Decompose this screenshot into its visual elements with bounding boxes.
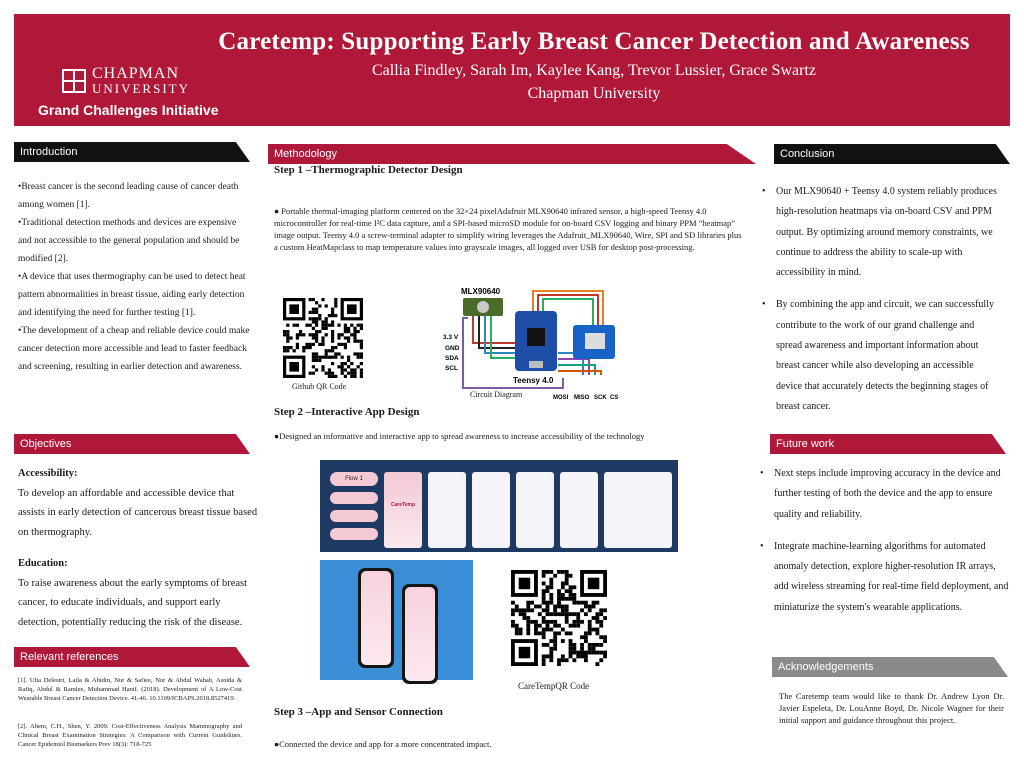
circuit-label-sensor: MLX90640 bbox=[461, 287, 501, 296]
app-screen: CareTemp bbox=[384, 472, 422, 548]
introduction-heading: Introduction bbox=[14, 142, 250, 162]
step3-title: Step 3 –App and Sensor Connection bbox=[274, 706, 443, 718]
conclusion-body: •Our MLX90640 + Teensy 4.0 system reliab… bbox=[762, 182, 1000, 417]
step2-title: Step 2 –Interactive App Design bbox=[274, 406, 420, 418]
circuit-label-teensy: Teensy 4.0 bbox=[513, 376, 554, 385]
phone-mockup bbox=[358, 568, 394, 668]
app-screen bbox=[604, 472, 642, 548]
circuit-label-scl: SCL bbox=[445, 365, 458, 372]
objectives-heading: Objectives bbox=[14, 434, 250, 454]
circuit-diagram: MLX90640 3.3 V GND SDA SCL Teensy 4.0 MO… bbox=[443, 283, 629, 401]
poster-authors: Callia Findley, Sarah Im, Kaylee Kang, T… bbox=[372, 62, 816, 79]
caretemp-qr-code[interactable] bbox=[511, 570, 607, 666]
circuit-label-mosi: MOSI bbox=[553, 395, 569, 401]
app-phones-image bbox=[320, 560, 473, 684]
step1-title: Step 1 –Thermographic Detector Design bbox=[274, 164, 463, 176]
circuit-label-miso: MISO bbox=[574, 395, 590, 401]
circuit-label-3v3: 3.3 V bbox=[443, 334, 459, 341]
app-screen bbox=[428, 472, 466, 548]
acknowledgements-text: The Caretemp team would like to thank Dr… bbox=[779, 691, 1004, 725]
circuit-label-sck: SCK bbox=[594, 395, 607, 401]
reference-2: [2]. Ahem, C.H., Shen, Y. 2009. Cost-Eff… bbox=[18, 723, 242, 748]
circuit-label-sda: SDA bbox=[445, 355, 459, 362]
references-heading: Relevant references bbox=[14, 647, 250, 667]
education-label: Education: bbox=[18, 558, 68, 569]
accessibility-text: To develop an affordable and accessible … bbox=[18, 487, 258, 538]
circuit-caption: Circuit Diagram bbox=[470, 390, 523, 399]
app-screen bbox=[636, 472, 672, 548]
acknowledgements-heading: Acknowledgements bbox=[772, 657, 1008, 677]
app-screen bbox=[560, 472, 598, 548]
poster-header: CHAPMAN UNIVERSITY Grand Challenges Init… bbox=[14, 14, 1010, 126]
circuit-label-gnd: GND bbox=[445, 345, 460, 352]
accessibility-label: Accessibility: bbox=[18, 468, 78, 479]
app-screen bbox=[472, 472, 510, 548]
app-screen bbox=[516, 472, 554, 548]
poster-affiliation: Chapman University bbox=[527, 85, 661, 102]
future-work-body: •Next steps include improving accuracy i… bbox=[760, 464, 1010, 618]
phone-mockup bbox=[402, 584, 438, 684]
methodology-heading: Methodology bbox=[268, 144, 756, 164]
future-work-heading: Future work bbox=[770, 434, 1006, 454]
app-brand: CareTemp bbox=[390, 502, 416, 508]
circuit-label-cs: CS bbox=[610, 395, 618, 401]
intro-bullet: •The development of a cheap and reliable… bbox=[18, 326, 250, 372]
future-bullet: Integrate machine-learning algorithms fo… bbox=[774, 540, 1009, 613]
objectives-body: Accessibility: To develop an affordable … bbox=[18, 464, 258, 632]
step3-text: ●Connected the device and app for a more… bbox=[274, 739, 492, 749]
future-bullet: Next steps include improving accuracy in… bbox=[774, 468, 1001, 520]
flow-label: Flow 1 bbox=[330, 472, 378, 486]
step2-text: ●Designed an informative and interactive… bbox=[274, 431, 645, 441]
chapman-logo: CHAPMAN UNIVERSITY bbox=[62, 66, 190, 95]
caretemp-qr-caption: CareTempQR Code bbox=[518, 681, 590, 691]
chapman-crest-icon bbox=[62, 68, 86, 93]
reference-1: [1]. Ulta Delestri, Laila & Abidin, Nur … bbox=[18, 677, 242, 702]
education-text: To raise awareness about the early sympt… bbox=[18, 577, 248, 628]
logo-line2: UNIVERSITY bbox=[92, 81, 190, 96]
app-screens-flow: Flow 1 CareTemp bbox=[320, 460, 678, 552]
intro-bullet: •Traditional detection methods and devic… bbox=[18, 218, 240, 264]
conclusion-heading: Conclusion bbox=[774, 144, 1010, 164]
intro-bullet: •A device that uses thermography can be … bbox=[18, 272, 246, 318]
step1-text: ● Portable thermal-imaging platform cent… bbox=[274, 206, 742, 252]
github-qr-code[interactable] bbox=[283, 298, 363, 378]
introduction-body: •Breast cancer is the second leading cau… bbox=[18, 178, 250, 376]
poster-title: Caretemp: Supporting Early Breast Cancer… bbox=[218, 28, 970, 55]
conclusion-bullet: By combining the app and circuit, we can… bbox=[776, 299, 994, 412]
initiative-label: Grand Challenges Initiative bbox=[38, 102, 219, 118]
conclusion-bullet: Our MLX90640 + Teensy 4.0 system reliabl… bbox=[776, 186, 997, 279]
github-qr-caption: Github QR Code bbox=[292, 382, 347, 391]
intro-bullet: •Breast cancer is the second leading cau… bbox=[18, 182, 239, 210]
logo-line1: CHAPMAN bbox=[92, 65, 180, 82]
